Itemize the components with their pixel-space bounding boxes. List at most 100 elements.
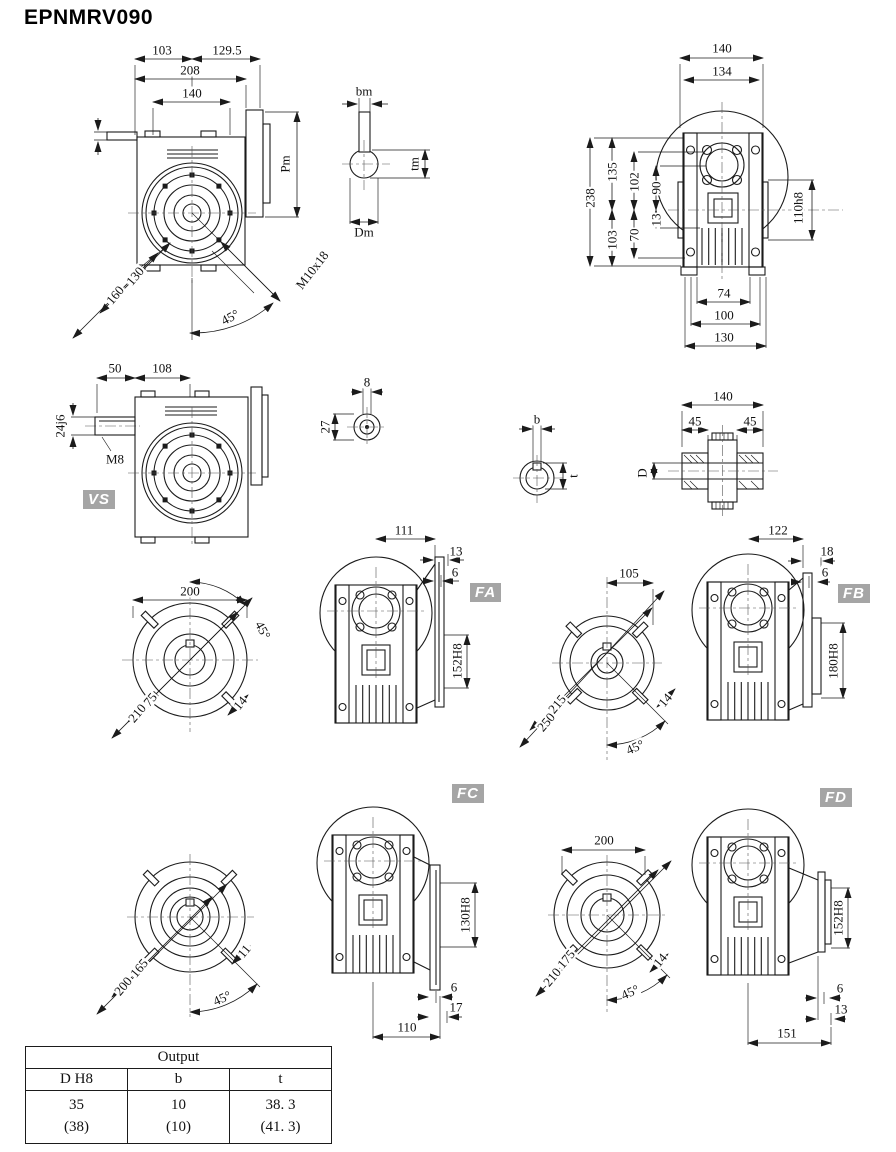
dim-130h8: 130H8: [457, 896, 473, 934]
fa-view-drawing: [319, 535, 471, 724]
input-end-drawing: [331, 388, 387, 447]
dim-152h8-fa: 152H8: [449, 642, 465, 680]
dim-180h8: 180H8: [825, 642, 841, 680]
cell-d-values: 35 (38): [25, 1090, 128, 1144]
dim-110h8: 110h8: [790, 190, 806, 226]
dim-50: 50: [107, 360, 123, 376]
value-b-alt: (10): [166, 1118, 191, 1135]
value-b-main: 10: [171, 1097, 186, 1113]
view-fb: 122 18 6 180H8: [672, 518, 896, 758]
dim-6-fd: 6: [835, 980, 845, 996]
view-flange2: 105 215 250 14 45°: [512, 555, 702, 780]
col-b: b: [127, 1068, 230, 1091]
dim-134: 134: [711, 63, 733, 79]
dim-110: 110: [396, 1019, 418, 1035]
dim-tm: tm: [406, 156, 422, 172]
dim-dm: Dm: [353, 224, 375, 240]
dim-13-fa: 13: [448, 543, 464, 559]
front-view-drawing: [586, 54, 843, 350]
dim-130-b: 130: [713, 329, 735, 345]
view-fa: 111 13 6 152H8: [312, 520, 517, 755]
dim-140: 140: [181, 85, 203, 101]
dim-100: 100: [713, 307, 735, 323]
flange3-drawing: [96, 854, 261, 1017]
tag-fa: FA: [470, 583, 502, 602]
dim-103: 103: [151, 42, 173, 58]
view-key-section-m: bm tm Dm: [330, 78, 455, 243]
flange1-drawing: [111, 578, 258, 739]
view-front: 140 134 238 135 103 102 70 90 13 110h8 7…: [578, 30, 890, 355]
view-fc: 130H8 6 17 110: [316, 772, 522, 1062]
dim-13-fd: 13: [833, 1001, 849, 1017]
view-side: 103 129.5 208 140 Pm 130 160 45° M10x18: [58, 38, 358, 353]
dim-140-coup: 140: [712, 388, 734, 404]
table-columns-row: D H8 b t: [25, 1068, 332, 1091]
side-view-drawing: [72, 55, 301, 340]
col-d-h8: D H8: [25, 1068, 128, 1091]
dim-b: b: [532, 411, 542, 427]
vs-view-drawing: [69, 374, 269, 545]
dim-74: 74: [716, 285, 732, 301]
dim-m8: M8: [104, 451, 126, 467]
fc-view-drawing: [316, 806, 479, 1041]
tag-fc: FC: [452, 784, 484, 803]
page-title: EPNMRV090: [24, 6, 154, 29]
tag-vs: VS: [83, 490, 116, 509]
dim-bm: bm: [354, 83, 374, 99]
table-header-row: Output: [25, 1046, 332, 1069]
cell-t-values: 38. 3 (41. 3): [229, 1090, 332, 1144]
dim-D: D: [634, 467, 650, 479]
dim-6-fc: 6: [449, 979, 459, 995]
coupling-drawing: [650, 401, 778, 517]
dim-103-v: 103: [604, 229, 620, 251]
key-section-m-drawing: [342, 98, 430, 226]
dim-129-5: 129.5: [211, 42, 243, 58]
dim-6-fb: 6: [820, 564, 830, 580]
dim-122: 122: [767, 522, 789, 538]
dim-18: 18: [819, 543, 835, 559]
dim-105: 105: [618, 565, 640, 581]
fd-view-drawing: [691, 808, 852, 1047]
value-t-main: 38. 3: [265, 1097, 296, 1113]
dim-238: 238: [582, 187, 598, 209]
dim-45-left: 45: [687, 413, 703, 429]
value-d-alt: (38): [64, 1118, 89, 1135]
dim-200-fl4: 200: [593, 832, 615, 848]
table-header-output: Output: [25, 1046, 332, 1069]
dim-t: t: [565, 473, 581, 479]
view-fd: 152H8 6 13 151: [691, 768, 896, 1068]
dim-200-fl1: 200: [179, 583, 201, 599]
col-t: t: [229, 1068, 332, 1091]
table-values-row: 35 (38) 10 (10) 38. 3 (41. 3): [25, 1090, 332, 1144]
dim-208: 208: [179, 62, 201, 78]
fb-view-drawing: [691, 535, 847, 721]
view-flange3: 165 200 11 45°: [82, 852, 332, 1047]
dim-70: 70: [626, 227, 642, 243]
dim-13: 13: [648, 212, 664, 228]
view-bore-section: b t: [505, 393, 600, 508]
view-input-end: 8 27: [315, 372, 420, 467]
dim-152h8-fd: 152H8: [830, 899, 846, 937]
dim-151: 151: [776, 1025, 798, 1041]
dim-102: 102: [626, 171, 642, 193]
dim-6-fa: 6: [450, 564, 460, 580]
dim-90: 90: [648, 180, 664, 196]
cell-b-values: 10 (10): [127, 1090, 230, 1144]
dim-135: 135: [604, 161, 620, 183]
dim-111: 111: [393, 522, 415, 538]
dim-140-top: 140: [711, 40, 733, 56]
dim-24j6: 24j6: [52, 413, 68, 439]
dim-pm: Pm: [277, 154, 293, 174]
tag-fd: FD: [820, 788, 852, 807]
view-flange4: 200 175 210 14 45°: [528, 820, 718, 1035]
dim-8: 8: [362, 374, 372, 390]
dim-108: 108: [151, 360, 173, 376]
dim-17: 17: [448, 999, 464, 1015]
flange4-drawing: [535, 846, 672, 1015]
dim-27: 27: [317, 419, 333, 435]
value-t-alt: (41. 3): [260, 1118, 301, 1135]
output-spec-table: Output D H8 b t 35 (38) 10 (10) 38. 3 (4…: [25, 1046, 332, 1144]
view-vs: 50 108 24j6 M8: [45, 355, 330, 560]
bore-section-drawing: [513, 425, 567, 503]
